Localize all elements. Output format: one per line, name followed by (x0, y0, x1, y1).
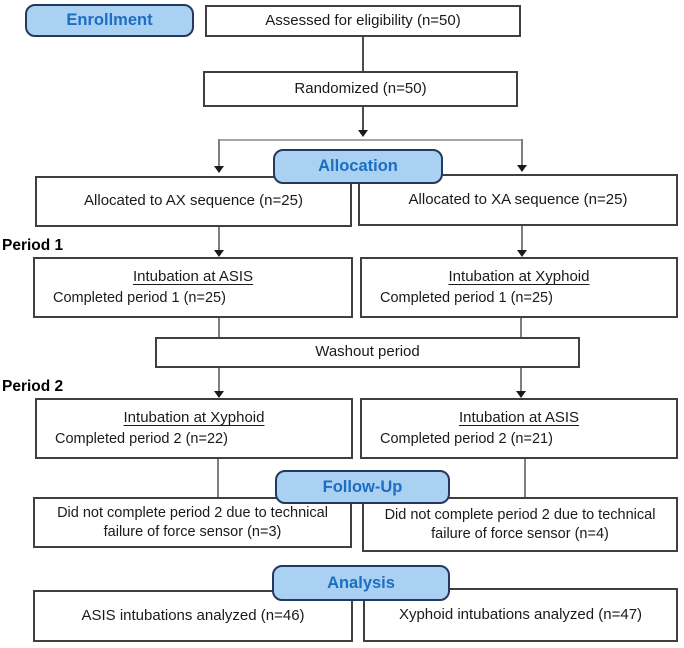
connector-alloc-period1-left (218, 227, 220, 250)
period1-right-title: Intubation at Xyphoid (448, 268, 590, 286)
arrowhead-randomized-icon (358, 130, 368, 137)
stage-followup: Follow-Up (275, 470, 450, 504)
connector-branch-left (218, 139, 220, 166)
connector-period1-washout-right (520, 318, 522, 337)
connector-period2-dnc-left (217, 459, 219, 497)
period1-left-sub: Completed period 1 (n=25) (53, 289, 226, 306)
period2-left-sub: Completed period 2 (n=22) (55, 430, 228, 447)
period2-left-title: Intubation at Xyphoid (123, 409, 265, 427)
arrowhead-alloc-right-icon (517, 165, 527, 172)
box-period2-asis: Intubation at ASIS Completed period 2 (n… (360, 398, 678, 459)
connector-period2-dnc-right (524, 459, 526, 497)
connector-washout-period2-right (520, 368, 522, 391)
arrowhead-period1-left-icon (214, 250, 224, 257)
connector-period1-washout-left (218, 318, 220, 337)
box-washout: Washout period (155, 337, 580, 368)
box-randomized: Randomized (n=50) (203, 71, 518, 107)
period-2-label: Period 2 (2, 378, 64, 395)
box-period2-xyphoid: Intubation at Xyphoid Completed period 2… (35, 398, 353, 459)
stage-analysis: Analysis (272, 565, 450, 601)
connector-washout-period2-left (218, 368, 220, 391)
period1-left-title: Intubation at ASIS (132, 268, 254, 286)
arrowhead-period2-right-icon (516, 391, 526, 398)
connector-assessed-randomized (362, 37, 364, 71)
box-assessed-eligibility: Assessed for eligibility (n=50) (205, 5, 521, 37)
arrowhead-period1-right-icon (517, 250, 527, 257)
stage-enrollment: Enrollment (25, 4, 194, 37)
connector-randomized-branch (362, 107, 364, 130)
box-didnotcomplete-right: Did not complete period 2 due to technic… (362, 497, 678, 552)
period2-right-title: Intubation at ASIS (458, 409, 580, 427)
connector-branch-right (521, 139, 523, 165)
arrowhead-period2-left-icon (214, 391, 224, 398)
arrowhead-alloc-left-icon (214, 166, 224, 173)
box-allocated-ax: Allocated to AX sequence (n=25) (35, 176, 352, 227)
box-analysis-asis: ASIS intubations analyzed (n=46) (33, 590, 353, 642)
period-1-label: Period 1 (2, 237, 64, 254)
branch-line (218, 139, 523, 141)
box-period1-asis: Intubation at ASIS Completed period 1 (n… (33, 257, 353, 318)
connector-alloc-period1-right (521, 226, 523, 250)
period1-right-sub: Completed period 1 (n=25) (380, 289, 553, 306)
stage-allocation: Allocation (273, 149, 443, 184)
box-didnotcomplete-left: Did not complete period 2 due to technic… (33, 497, 352, 548)
period2-right-sub: Completed period 2 (n=21) (380, 430, 553, 447)
box-period1-xyphoid: Intubation at Xyphoid Completed period 1… (360, 257, 678, 318)
